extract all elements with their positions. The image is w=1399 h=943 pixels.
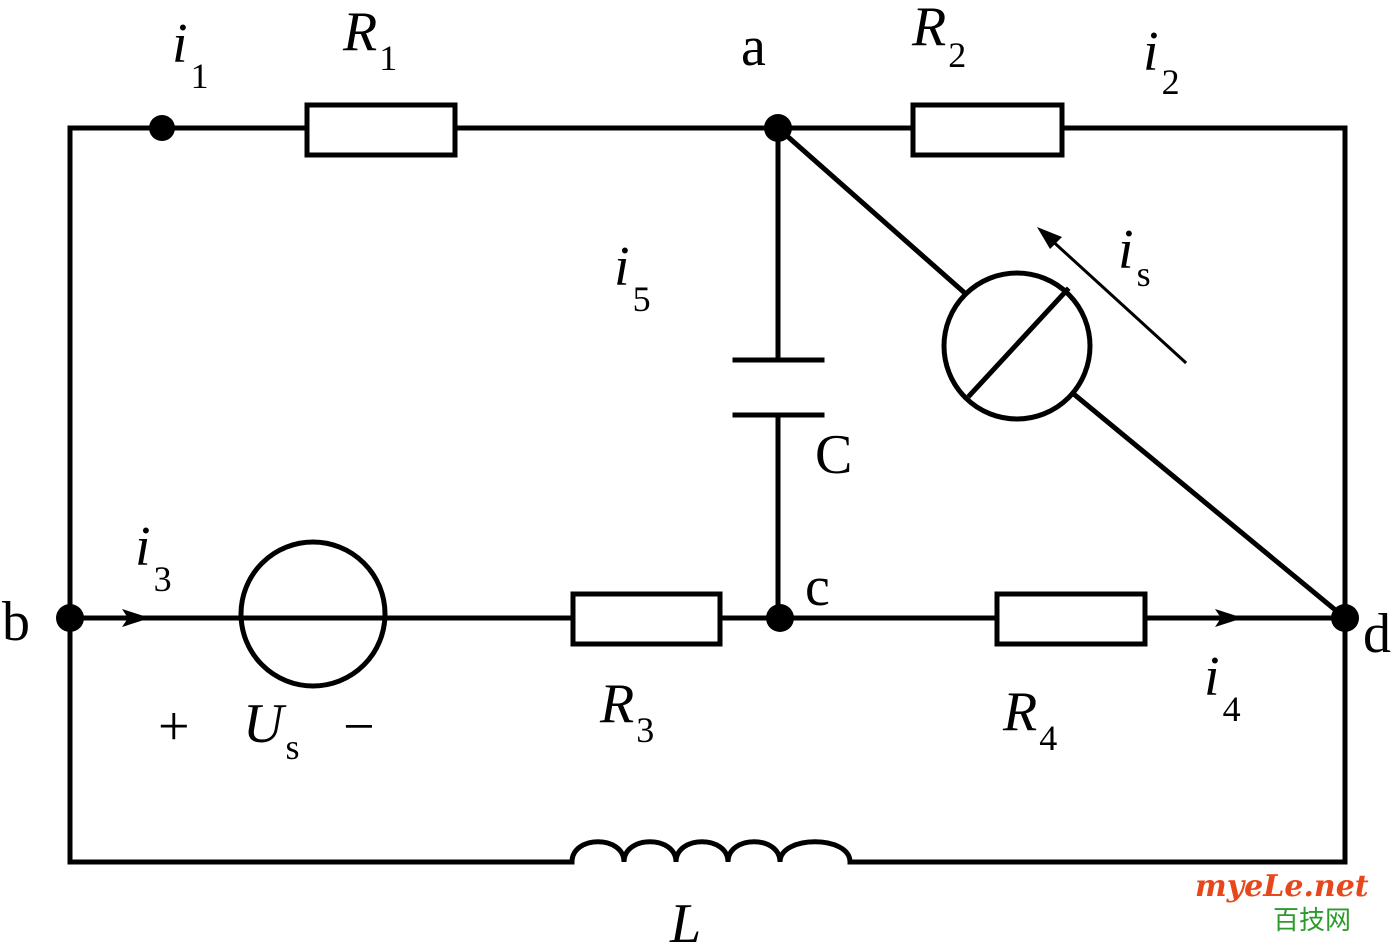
capacitor-label: C [815, 424, 852, 486]
is-label: is [1118, 219, 1151, 294]
r1-label: R1 [342, 1, 397, 78]
node-a-dot [764, 114, 792, 142]
resistor-r2 [910, 102, 1065, 158]
node-c-dot [766, 604, 794, 632]
watermark-cn: 百技网 [1273, 906, 1351, 936]
current-source-is [941, 270, 1093, 422]
i1-label: i1 [172, 13, 209, 96]
i4-label: i4 [1204, 646, 1241, 729]
r3-label: R3 [599, 673, 654, 750]
node-d-dot [1331, 604, 1359, 632]
r2-label: R2 [911, 0, 966, 75]
wires [67, 124, 1349, 865]
inductor-label: L [669, 893, 701, 943]
i1-marker-dot [149, 115, 175, 141]
resistor-r1 [304, 102, 458, 158]
node-b-label: b [2, 591, 30, 653]
i3-label: i3 [135, 516, 172, 599]
i3-arrow-icon [122, 609, 150, 627]
node-c-label: c [805, 556, 830, 618]
resistor-r4 [994, 591, 1148, 647]
plus-sign: + [158, 696, 190, 758]
watermark-site: myeLe.net [1195, 869, 1369, 904]
i4-arrow-icon [1215, 609, 1243, 627]
i2-label: i2 [1143, 21, 1180, 102]
node-b-dot [56, 604, 84, 632]
node-a-label: a [741, 16, 766, 78]
inductor-l [569, 839, 853, 865]
capacitor-c [732, 357, 825, 418]
voltage-source-us [238, 539, 388, 689]
node-d-label: d [1363, 603, 1391, 665]
i5-label: i5 [614, 236, 651, 319]
us-label: Us [243, 693, 299, 767]
is-direction-arrow [1037, 227, 1188, 365]
r4-label: R4 [1002, 681, 1057, 758]
resistor-r3 [570, 591, 723, 647]
minus-sign: − [343, 696, 375, 758]
